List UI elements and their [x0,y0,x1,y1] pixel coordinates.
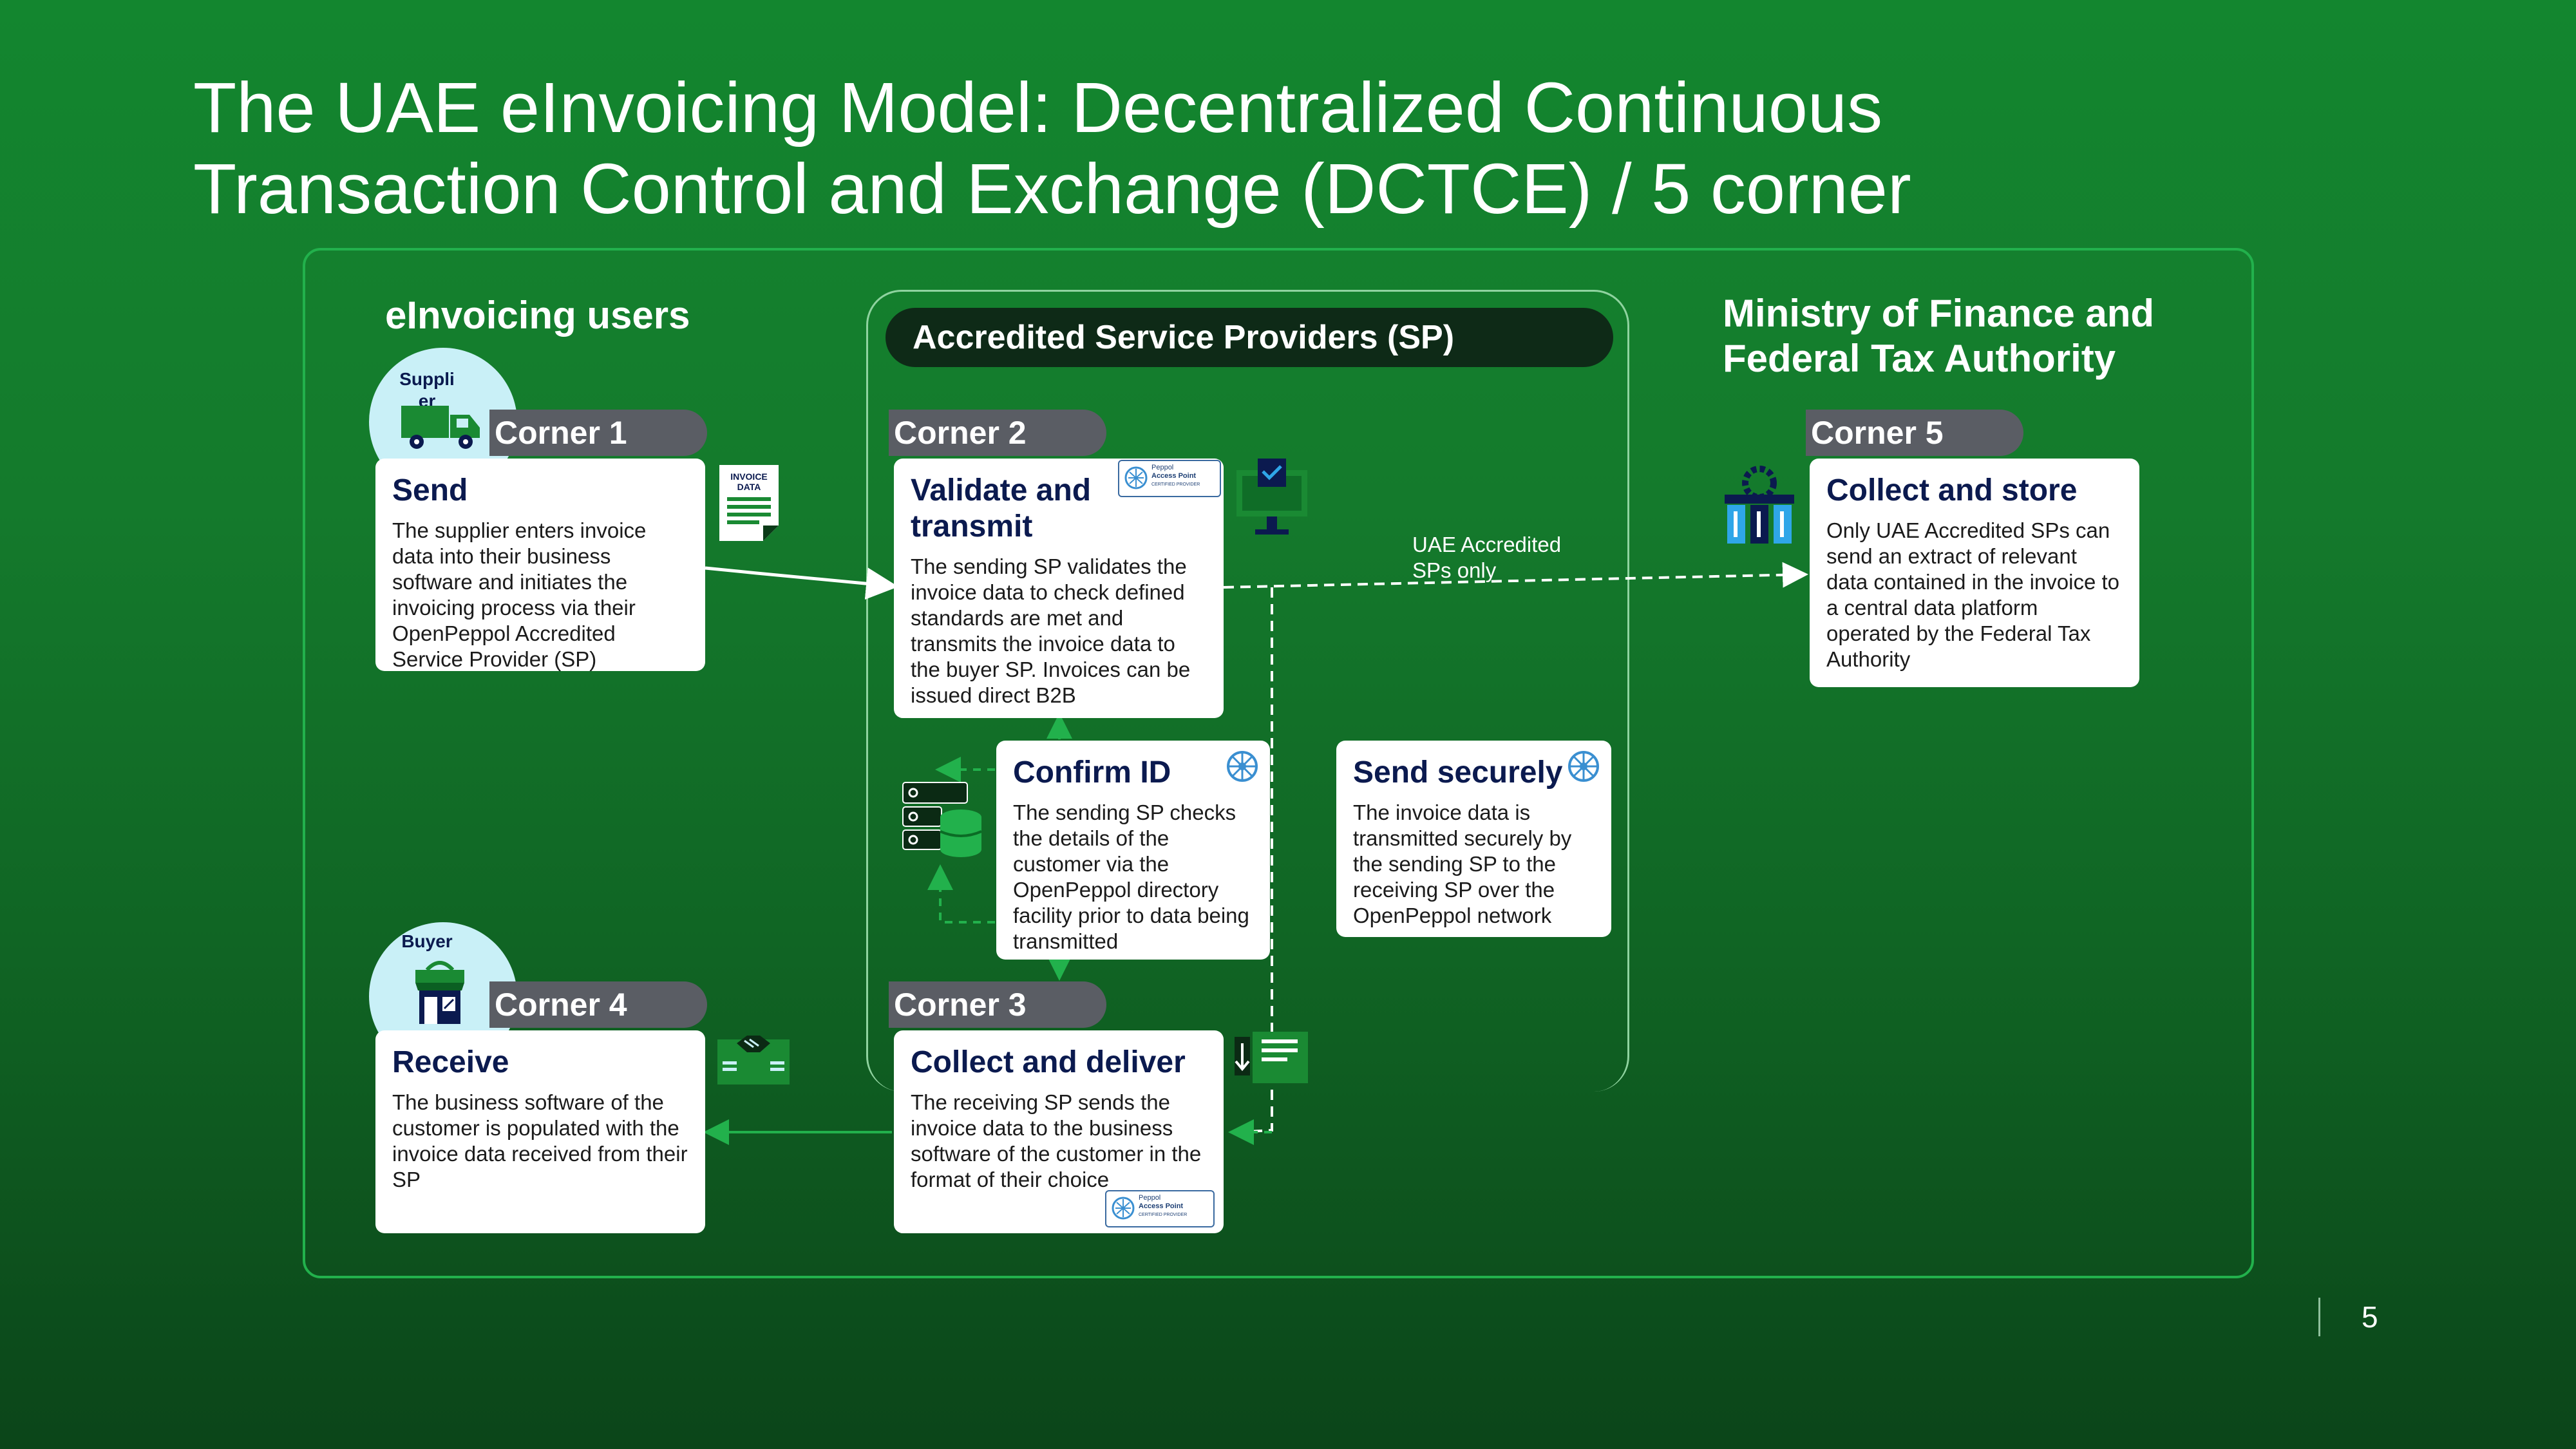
peppol-line-3: CERTIFIED PROVIDER [1139,1213,1188,1217]
handshake-card-icon [717,1036,790,1084]
invoice-document-icon: INVOICE DATA [717,464,781,542]
send-securely-body: The invoice data is transmitted securely… [1353,800,1572,927]
corner-4-tab: Corner 4 [489,981,707,1028]
download-list-icon [1235,1032,1308,1083]
diagram-frame [303,248,2254,1278]
uae-accredited-label: UAE Accredited SPs only [1412,532,1561,583]
validate-title: Validate and transmit [911,473,1104,545]
ministry-section-title: Ministry of Finance and Federal Tax Auth… [1723,291,2154,381]
store-icon [415,961,464,1024]
buyer-label: Buyer [401,931,453,951]
confirm-id-body: The sending SP checks the details of the… [1013,800,1249,953]
collect-store-card: Collect and store Only UAE Accredited SP… [1810,459,2139,687]
collect-deliver-card: Collect and deliver The receiving SP sen… [894,1030,1224,1233]
arrow-send-to-validate [705,566,898,600]
send-securely-title: Send securely [1353,755,1563,790]
arrow-validate-to-collect-store [1223,562,1808,589]
users-section-title: eInvoicing users [385,294,690,337]
peppol-line-1: Peppol [1139,1194,1161,1202]
title-line-1: The UAE eInvoicing Model: Decentralized … [193,68,1883,147]
uae-label-line-1: UAE Accredited [1412,533,1562,556]
invoice-doc-line-2: DATA [737,482,761,492]
send-title: Send [392,473,468,507]
validate-title-line-1: Validate and [911,473,1092,507]
network-globe-icon [1227,751,1258,782]
peppol-logo-icon [1112,1197,1135,1220]
invoice-doc-line-1: INVOICE [730,471,768,482]
server-database-icon [902,782,982,857]
arrow-directory-return [927,864,995,923]
collect-store-title: Collect and store [1826,473,2078,507]
receive-card: Receive The business software of the cus… [375,1030,705,1233]
network-globe-icon [1568,751,1599,782]
supplier-label: Suppli er [399,369,455,411]
corner-5-tab: Corner 5 [1806,410,2023,456]
page-number: 5 [2362,1300,2378,1334]
page-divider [2318,1298,2320,1336]
confirm-id-title: Confirm ID [1013,755,1171,790]
peppol-logo-icon [1124,466,1148,489]
invoice-doc-label: INVOICE DATA [717,471,781,492]
receive-title: Receive [392,1045,509,1079]
peppol-line-2: Access Point [1151,472,1197,480]
corner-1-tab: Corner 1 [489,410,707,456]
peppol-line-3: CERTIFIED PROVIDER [1151,482,1200,487]
peppol-badge: Peppol Access Point CERTIFIED PROVIDER [1118,460,1221,497]
sp-section-title: Accredited Service Providers (SP) [886,308,1613,367]
corner-2-tab: Corner 2 [889,410,1106,456]
confirm-id-card: Confirm ID The sending SP checks the det… [996,741,1270,960]
send-securely-card: Send securely The invoice data is transm… [1336,741,1611,937]
government-building-icon [1725,466,1794,544]
peppol-badge: Peppol Access Point CERTIFIED PROVIDER [1105,1190,1215,1227]
sp-frame [866,290,1629,1092]
validate-body: The sending SP validates the invoice dat… [911,554,1191,707]
title-line-2: Transaction Control and Exchange (DCTCE)… [193,149,1911,229]
collect-deliver-title: Collect and deliver [911,1045,1186,1079]
peppol-line-2: Access Point [1139,1202,1184,1210]
ministry-title-line-1: Ministry of Finance and [1723,292,2155,335]
validate-card: Validate and transmit The sending SP val… [894,459,1224,718]
collect-store-body: Only UAE Accredited SPs can send an extr… [1826,518,2119,671]
ministry-title-line-2: Federal Tax Authority [1723,337,2116,380]
corner-3-tab: Corner 3 [889,981,1106,1028]
receive-body: The business software of the customer is… [392,1090,688,1191]
monitor-email-icon [1236,459,1307,535]
send-card: Send The supplier enters invoice data in… [375,459,705,671]
send-body: The supplier enters invoice data into th… [392,518,647,671]
arrow-secure-transmission [1236,587,1273,1133]
page-title: The UAE eInvoicing Model: Decentralized … [193,68,2190,230]
validate-title-line-2: transmit [911,509,1033,544]
peppol-line-1: Peppol [1151,464,1174,471]
collect-deliver-body: The receiving SP sends the invoice data … [911,1090,1202,1191]
truck-icon [401,406,480,449]
uae-label-line-2: SPs only [1412,558,1497,582]
